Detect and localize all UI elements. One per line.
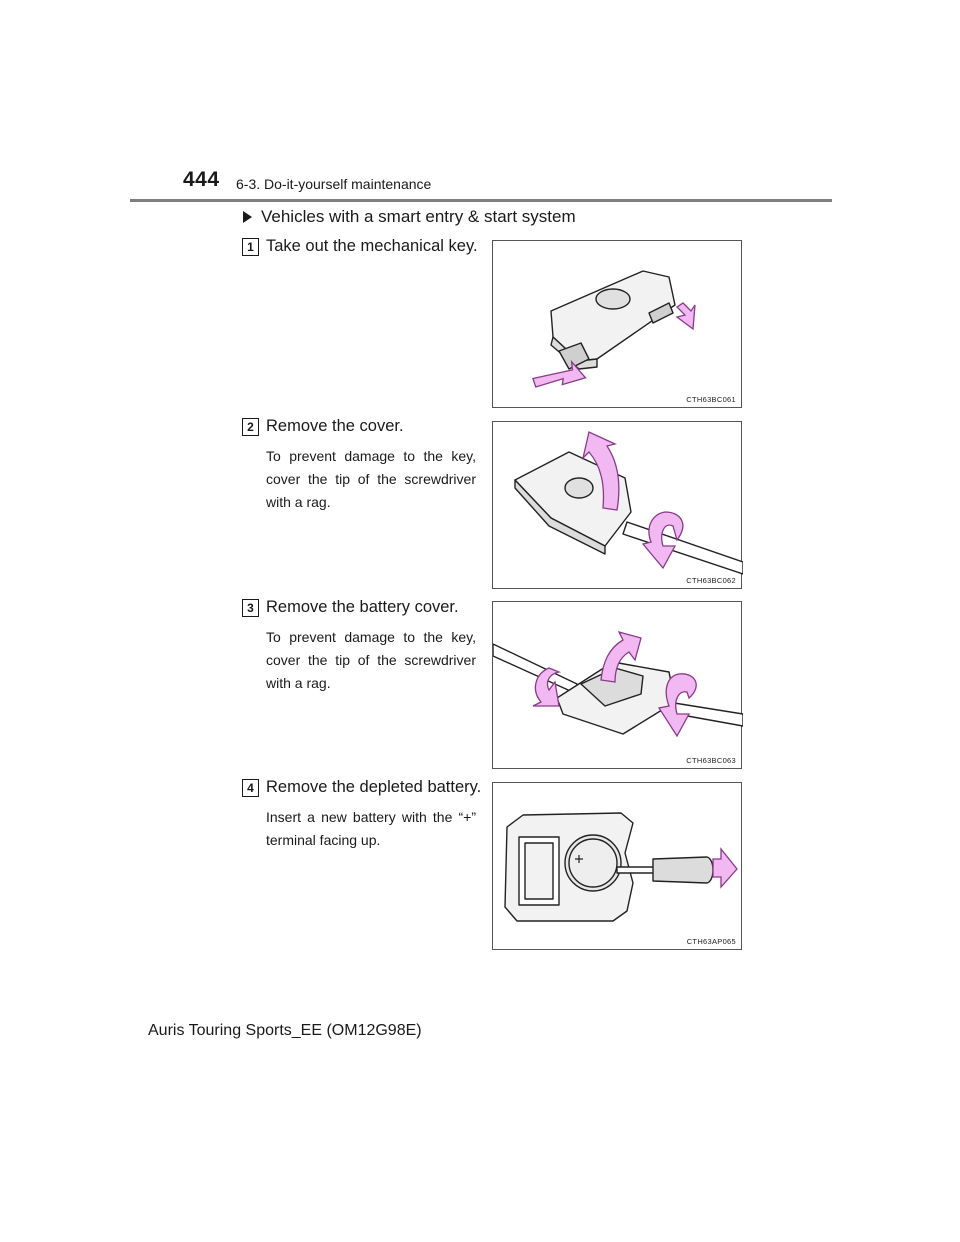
key-illustration-3 — [493, 630, 743, 738]
key-illustration-1 — [532, 270, 696, 388]
footer-manual-id: Auris Touring Sports_EE (OM12G98E) — [148, 1022, 422, 1039]
step-title-2: Remove the cover. — [266, 417, 404, 435]
figure-remove-battery-cover: CTH63BC063 — [492, 601, 743, 769]
step-number-3: 3 — [242, 599, 259, 617]
system-heading: Vehicles with a smart entry & start syst… — [243, 207, 576, 227]
step-title-3: Remove the battery cover. — [266, 598, 459, 616]
step-note-4: Insert a new battery with the “+” termin… — [266, 809, 476, 848]
step-number-2: 2 — [242, 418, 259, 436]
step-title-4: Remove the depleted battery. — [266, 778, 482, 796]
key-illustration-4 — [504, 812, 738, 922]
figure-remove-battery: CTH63AP065 — [492, 782, 742, 950]
triangle-bullet-icon — [243, 211, 252, 223]
figure-code-3: CTH63BC063 — [686, 756, 736, 765]
figure-remove-cover: CTH63BC062 — [492, 421, 743, 589]
figure-code-2: CTH63BC062 — [686, 576, 736, 585]
step-number-1: 1 — [242, 238, 259, 256]
figure-code-4: CTH63AP065 — [686, 937, 736, 946]
step-note-3: To prevent damage to the key, cover the … — [266, 629, 476, 691]
header-rule — [130, 199, 832, 202]
section-title: 6-3. Do-it-yourself maintenance — [236, 176, 432, 192]
figure-take-out-key: CTH63BC061 — [492, 240, 742, 408]
page-number: 444 — [183, 168, 220, 191]
figure-code-1: CTH63BC061 — [686, 395, 736, 404]
step-note-2: To prevent damage to the key, cover the … — [266, 448, 476, 510]
system-heading-text: Vehicles with a smart entry & start syst… — [261, 207, 576, 226]
key-illustration-2 — [514, 431, 743, 575]
step-title-1: Take out the mechanical key. — [266, 237, 478, 255]
step-number-4: 4 — [242, 779, 259, 797]
